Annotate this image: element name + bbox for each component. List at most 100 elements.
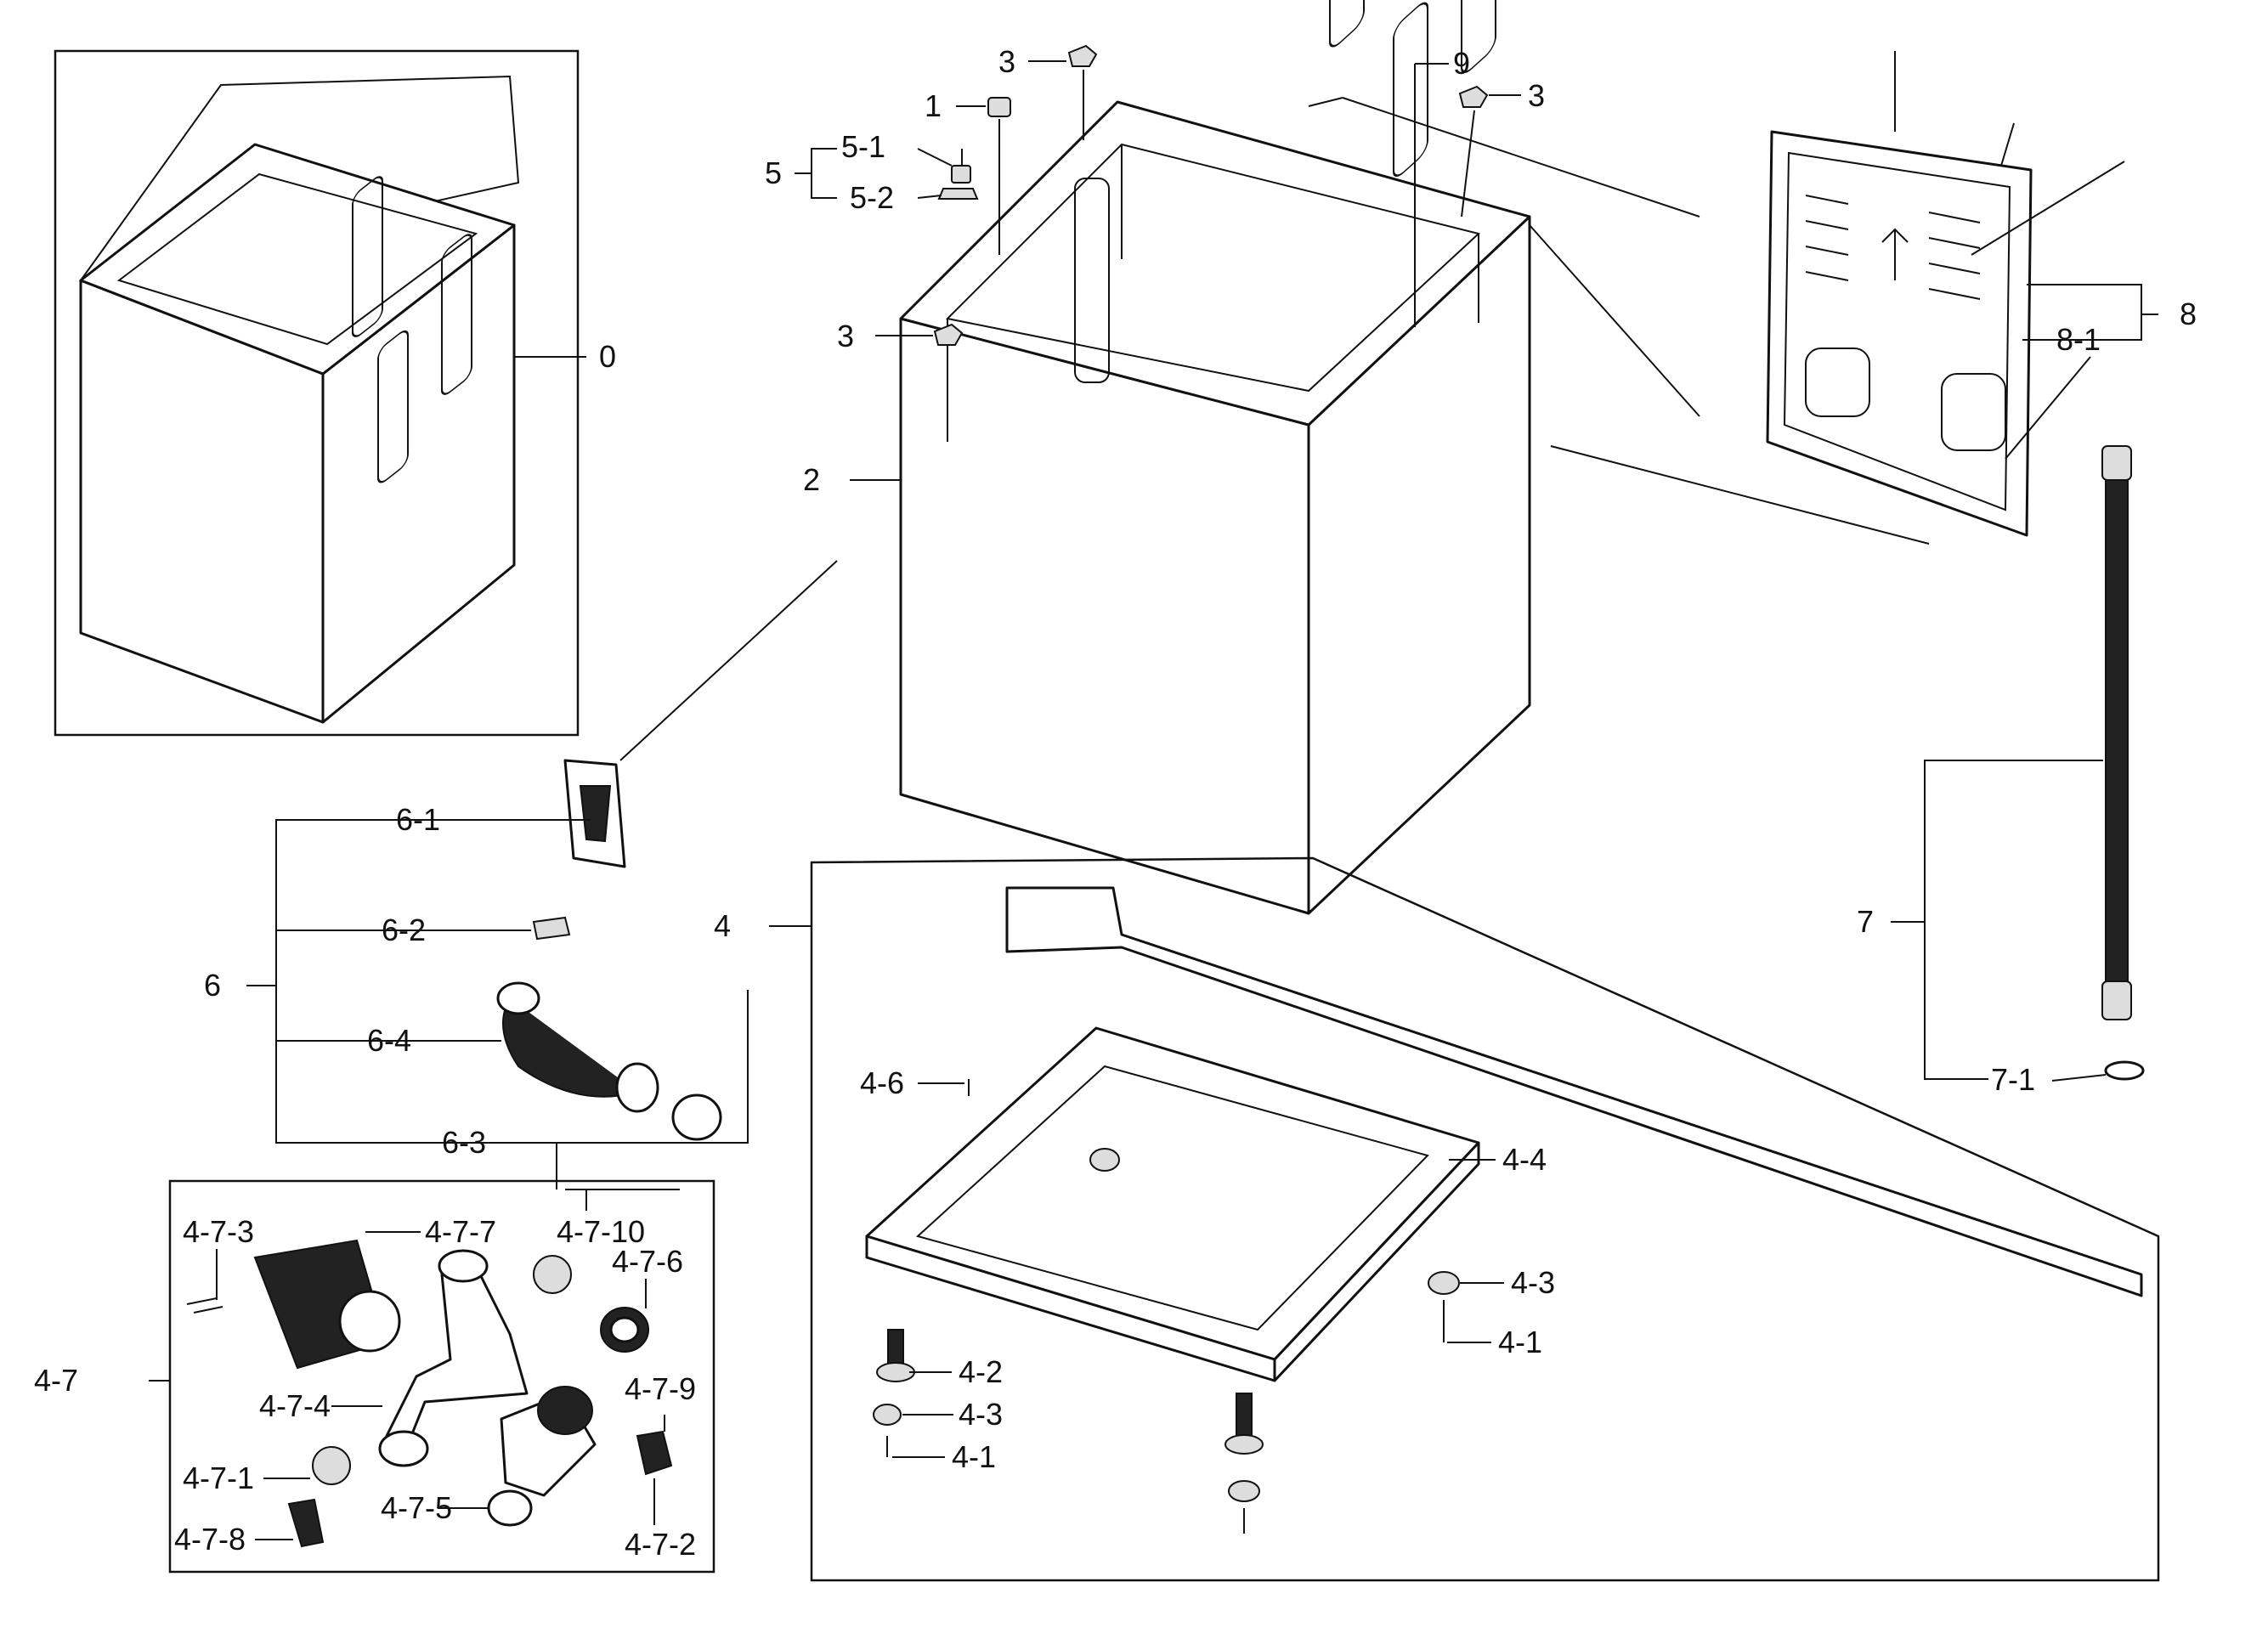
base-plate-side — [1273, 1141, 1480, 1382]
rear-panel-recess-b — [1941, 373, 2006, 451]
part-1 — [987, 97, 1011, 117]
part-4-7-8 — [287, 1498, 325, 1548]
foot-screw-right — [1236, 1393, 1253, 1441]
part-3-left — [933, 323, 964, 346]
bracket-8 — [2022, 284, 2158, 341]
link-top-to-panel — [1342, 97, 1700, 218]
part-4-7-1 — [312, 1446, 351, 1485]
callout-4-7: 4-7 — [34, 1363, 78, 1398]
rear-panel-recess-a — [1805, 348, 1870, 417]
inset-side-panel-a — [352, 176, 383, 337]
screw-8-d — [2005, 356, 2091, 460]
inset-base-line — [80, 564, 515, 724]
drain-hose-assembly: 6-1 6-2 6-4 6-3 6 — [204, 560, 838, 1160]
callout-4-3-left: 4-3 — [959, 1397, 1003, 1432]
callout-4-7-1: 4-7-1 — [183, 1461, 254, 1495]
inlet-hose — [2105, 445, 2129, 1012]
bracket-6 — [246, 819, 671, 1144]
part-7-1 — [2104, 1060, 2145, 1081]
cabinet-top-frame — [899, 100, 1531, 427]
hose-top-fitting — [2101, 445, 2132, 481]
bracket-bottom-ring — [378, 1430, 429, 1467]
callout-5: 5 — [765, 155, 782, 190]
leader-5-2 — [917, 195, 942, 199]
part-4-7-3-screw-a — [186, 1297, 218, 1305]
callout-4: 4 — [714, 908, 731, 943]
rear-panel-assembly: 8 8-1 — [1308, 51, 2197, 545]
callout-8-1: 8-1 — [2056, 322, 2101, 357]
assembled-cabinet-inset: 0 — [54, 49, 616, 737]
callout-4-7-4: 4-7-4 — [259, 1388, 331, 1423]
bracket-7 — [1891, 760, 2103, 1080]
callout-4-7-9: 4-7-9 — [625, 1371, 696, 1406]
part-6-4-end — [496, 981, 540, 1015]
inlet-hose-assembly: 7 7-1 — [1857, 445, 2145, 1097]
callout-0: 0 — [599, 339, 616, 374]
callout-3-right: 3 — [1528, 78, 1545, 113]
rear-panel-arrow — [1881, 228, 1909, 280]
callout-4-3-right: 4-3 — [1511, 1265, 1555, 1300]
base-plate — [865, 1026, 1480, 1361]
part-5-1 — [951, 165, 971, 184]
base-plate-inner — [915, 1065, 1429, 1331]
side-rib-d — [1393, 2, 1428, 178]
part-6-3 — [671, 1093, 722, 1141]
callout-8: 8 — [2180, 297, 2197, 331]
part-6-4 — [502, 997, 638, 1098]
callout-9: 9 — [1453, 46, 1470, 81]
pump-impeller-housing — [338, 1290, 401, 1353]
callout-4-6: 4-6 — [860, 1065, 904, 1100]
part-4-7-2 — [636, 1430, 673, 1476]
callout-4-7-5: 4-7-5 — [381, 1490, 452, 1525]
callout-4-7-3: 4-7-3 — [183, 1214, 254, 1249]
callout-5-2: 5-2 — [850, 180, 894, 215]
leveling-foot-4-2 — [876, 1329, 1264, 1455]
part-4-3-lower — [1228, 1480, 1260, 1502]
cabinet-inner-rib — [1074, 178, 1110, 383]
part-4-7-10 — [533, 1255, 572, 1294]
foot-pad-left — [876, 1362, 915, 1382]
part-6-4-cuff — [615, 1062, 659, 1113]
part-4-3-center — [1089, 1148, 1120, 1172]
part-3-right — [1458, 85, 1489, 108]
base-assembly: 4 4-2 4-3 4-1 4-3 4-1 4-4 4-6 — [714, 856, 2160, 1582]
link-bottom-to-panel — [1550, 445, 1930, 545]
side-rib-c — [1461, 0, 1496, 73]
part-4-7-6-inner — [609, 1316, 640, 1343]
part-5-2 — [937, 188, 979, 200]
bracket-top-ring — [438, 1249, 489, 1283]
inset-side-panel-b — [377, 330, 409, 483]
callout-4-4: 4-4 — [1502, 1142, 1547, 1177]
callout-5-1: 5-1 — [841, 129, 885, 164]
side-rib-a — [1329, 0, 1365, 48]
link-4-7-to-base — [556, 990, 749, 1189]
screw-8-c — [1971, 161, 2125, 256]
inset-frame — [54, 49, 580, 737]
rear-panel-slots — [1805, 195, 1981, 300]
callout-4-7-2: 4-7-2 — [625, 1527, 696, 1562]
callout-6-1: 6-1 — [396, 802, 440, 837]
callout-7: 7 — [1857, 904, 1874, 939]
link-side-to-panel — [1529, 224, 1700, 417]
screw-8-b — [2000, 122, 2015, 167]
callout-4-7-7: 4-7-7 — [425, 1214, 496, 1249]
pump-housing-port — [537, 1386, 593, 1435]
part-3-top — [1067, 44, 1098, 67]
part-4-7-3-screw-b — [193, 1306, 223, 1314]
callout-4-1-right: 4-1 — [1498, 1325, 1542, 1359]
callout-7-1: 7-1 — [1991, 1062, 2035, 1097]
base-frame — [810, 856, 2160, 1582]
inset-top-opening — [116, 172, 478, 346]
main-cabinet: 2 — [803, 0, 1531, 915]
callout-4-2: 4-2 — [959, 1354, 1003, 1389]
callout-6: 6 — [204, 968, 221, 1003]
callout-4-7-8: 4-7-8 — [174, 1522, 246, 1557]
leader-7-1 — [2051, 1074, 2107, 1082]
rear-panel — [1766, 130, 2033, 537]
link-6-to-cabinet — [619, 560, 838, 761]
leader-5-1 — [917, 148, 953, 167]
inset-cabinet-top — [79, 143, 516, 376]
callout-4-7-10: 4-7-10 — [557, 1214, 645, 1249]
inset-side-panel-c — [441, 234, 472, 395]
